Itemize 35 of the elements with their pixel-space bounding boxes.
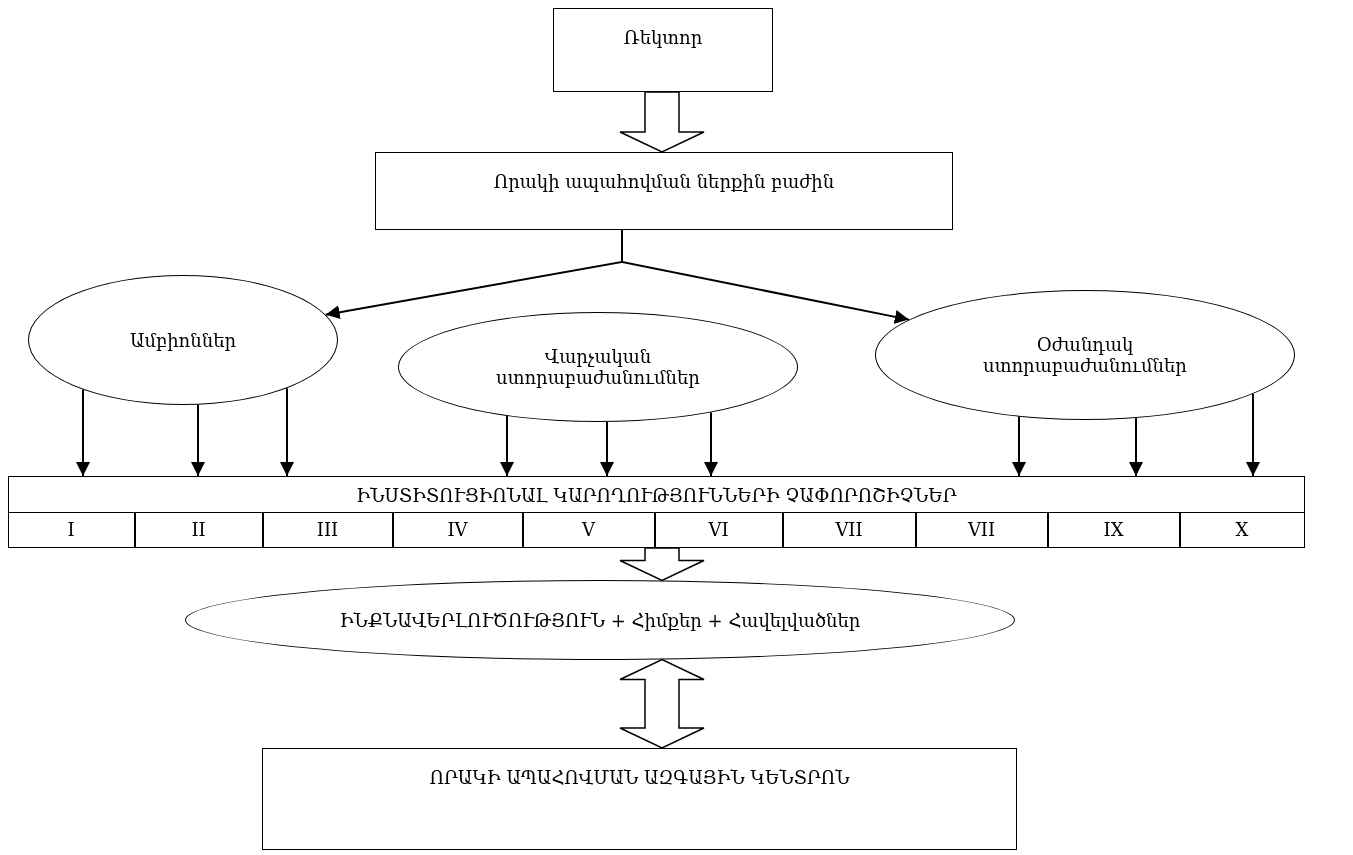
arrow xyxy=(1246,393,1260,477)
table-cell: VII xyxy=(915,511,1048,548)
table-cell: VI xyxy=(654,511,783,548)
node-label: ԻՆՔՆԱՎԵՐԼՈՒԾՈՒԹՅՈՒՆ + Հիմքեր + Հավելվածներ xyxy=(339,609,861,631)
arrow xyxy=(76,388,90,477)
arrow xyxy=(704,411,718,477)
block-arrow xyxy=(619,547,705,582)
table-header: ԻՆՍՏԻՏՈՒՑԻՈՆԱԼ ԿԱՐՈՂՈՒԹՅՈՒՆՆԵՐԻ ՉԱՓՈՐՈՇԻՉՆԵՐ xyxy=(355,483,958,508)
node-label: ՈՐԱԿԻ ԱՊԱՀՈՎՄԱՆ ԱԶԳԱՅԻՆ ԿԵՆՏՐՈՆ xyxy=(429,767,850,788)
arrow xyxy=(280,387,294,477)
table-cell: X xyxy=(1179,511,1305,548)
arrow xyxy=(500,415,514,477)
node-label: Օժանդակ ստորաբաժանումներ xyxy=(982,334,1188,376)
node-label: Ռեկտոր xyxy=(623,27,703,48)
table-cell: VII xyxy=(782,511,916,548)
table-cell: I xyxy=(7,511,135,548)
block-arrow xyxy=(619,658,705,749)
table-cell: IX xyxy=(1047,511,1180,548)
node-label: Վարչական ստորաբաժանումներ xyxy=(495,346,701,388)
process-box xyxy=(262,748,1017,850)
arrow xyxy=(191,403,205,477)
arrow xyxy=(621,229,910,324)
process-box xyxy=(553,8,773,92)
table-cell: V xyxy=(522,511,655,548)
table-cell: II xyxy=(134,511,263,548)
node-label: Ամբիոններ xyxy=(129,329,237,351)
block-arrow xyxy=(619,91,705,153)
table-cell: IV xyxy=(392,511,523,548)
arrow xyxy=(1129,417,1143,477)
arrow xyxy=(600,420,614,477)
node-label: Որակի ապահովման ներքին բաժին xyxy=(493,171,835,192)
process-box xyxy=(375,152,953,230)
criteria-table xyxy=(8,476,1305,548)
table-cell: III xyxy=(262,511,393,548)
arrow xyxy=(1012,415,1026,477)
